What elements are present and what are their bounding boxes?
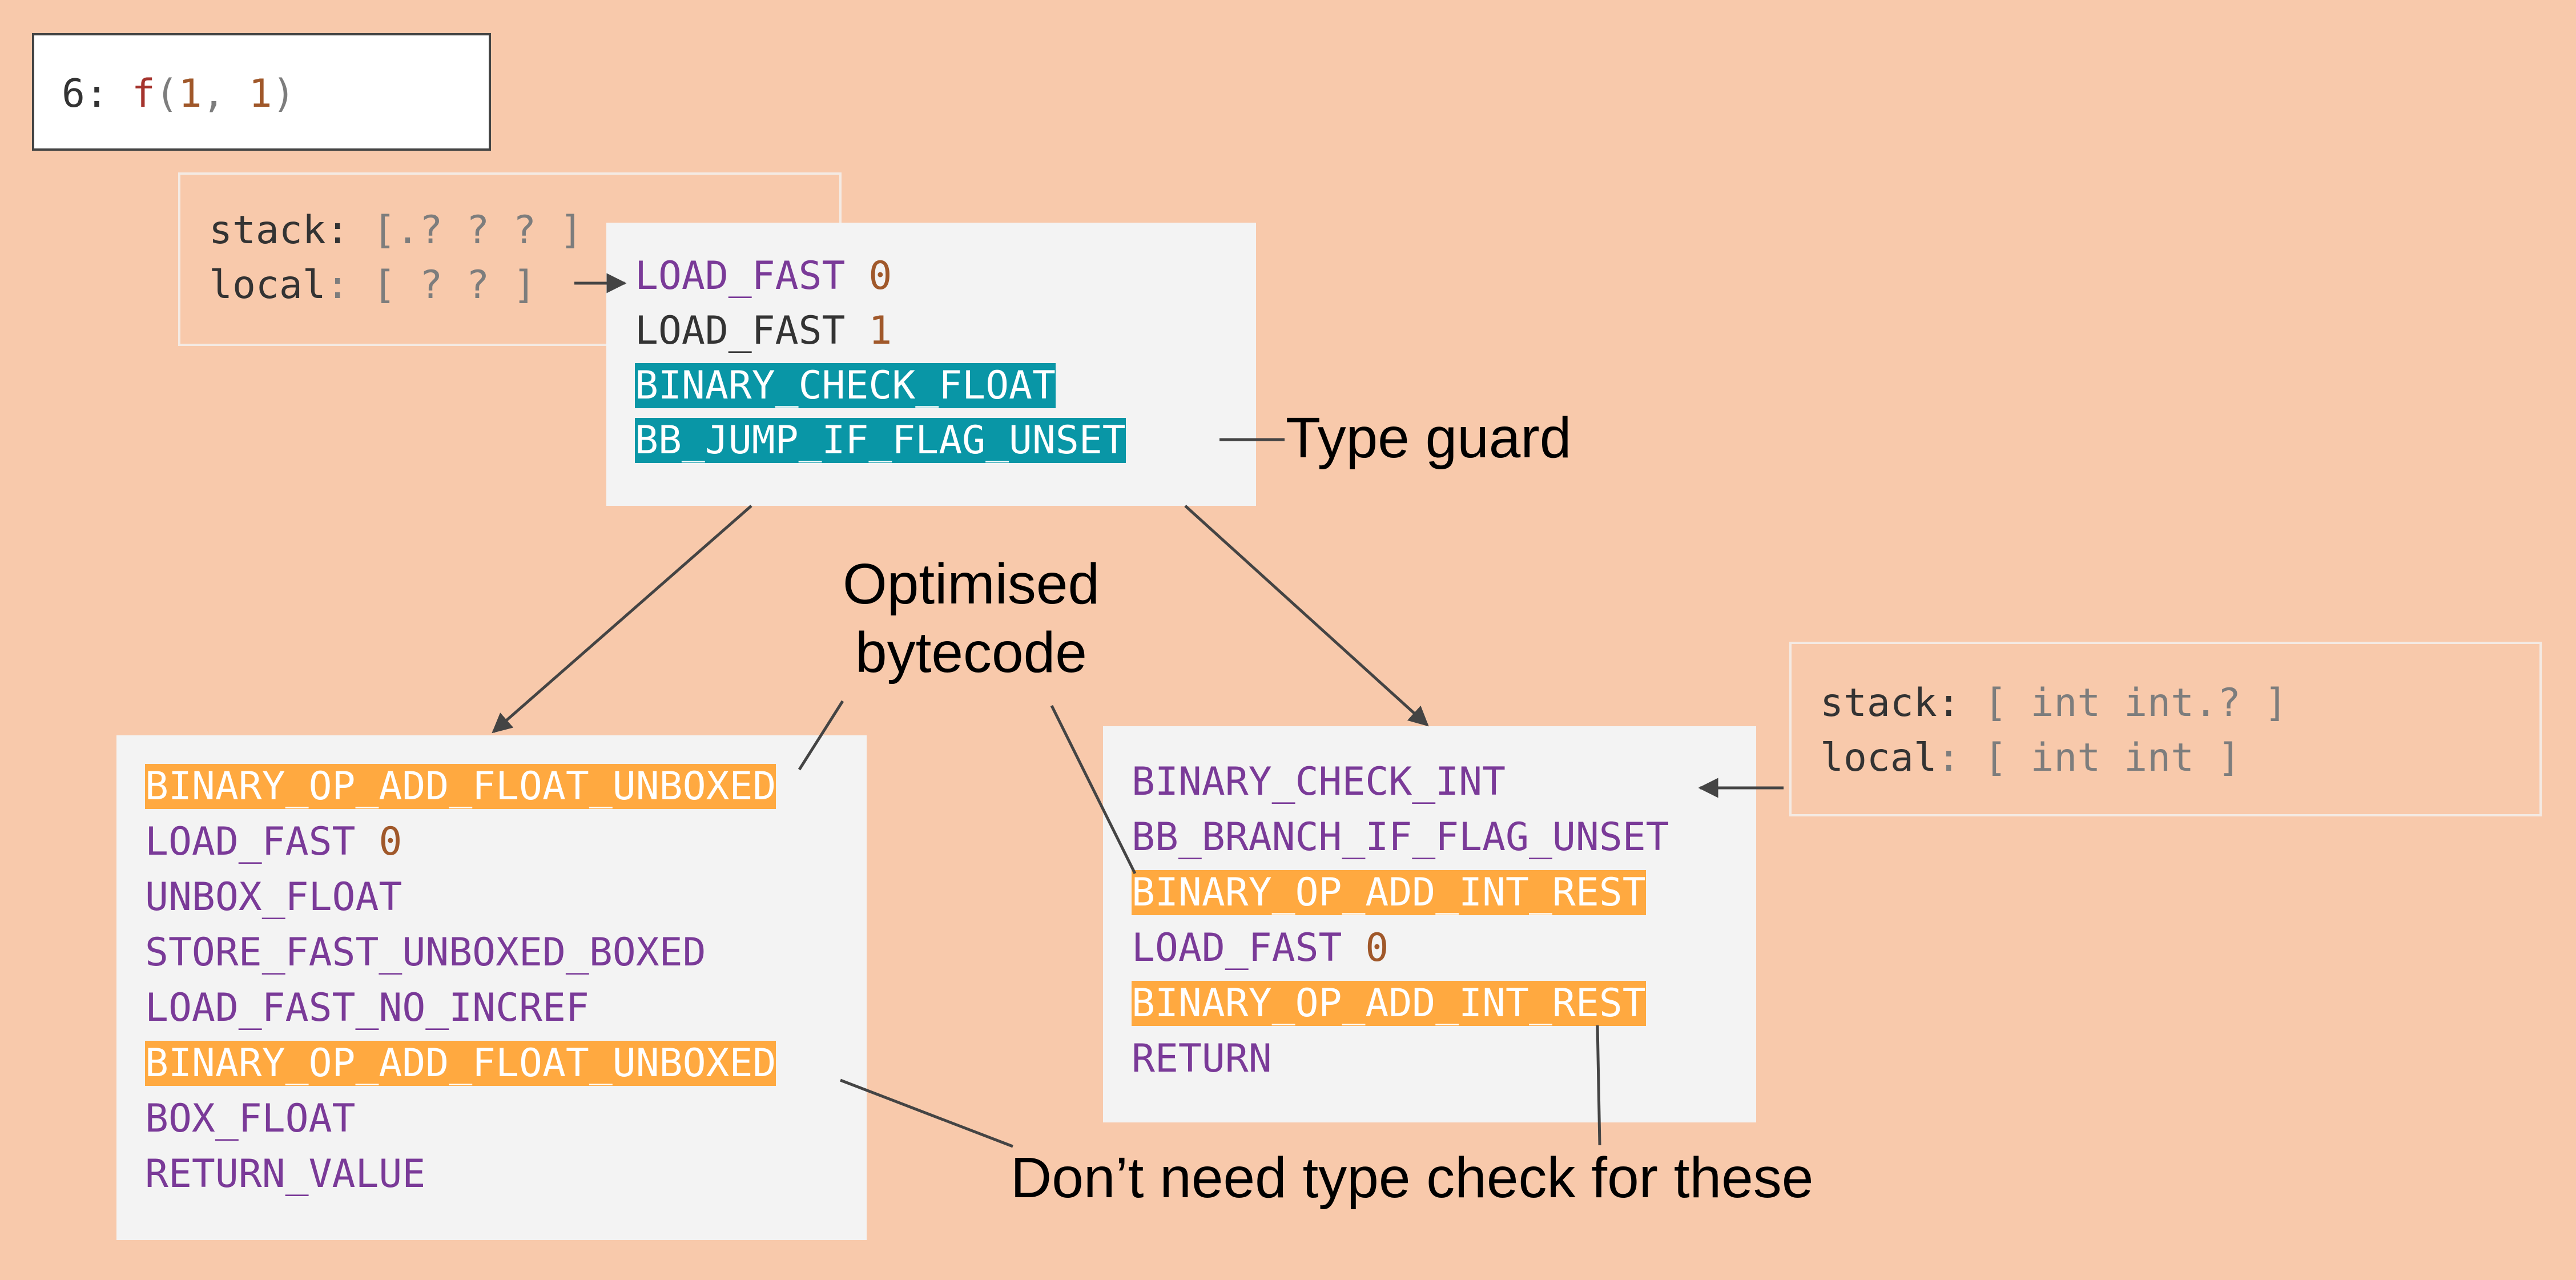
instruction-line: RETURN_VALUE [145, 1150, 425, 1198]
state-local-line: local: [ int int ] [1820, 734, 2241, 782]
opcode-argument: 0 [379, 819, 402, 864]
instruction-line: BINARY_CHECK_INT [1132, 758, 1506, 806]
instruction-line: LOAD_FAST 1 [635, 307, 892, 355]
opcode: BINARY_OP_ADD_FLOAT_UNBOXED [145, 1041, 776, 1086]
instruction-line: BINARY_OP_ADD_INT_REST [1132, 980, 1646, 1028]
call-close-paren: ) [272, 71, 296, 116]
call-open-paren: ( [155, 71, 179, 116]
opcode: BINARY_OP_ADD_INT_REST [1132, 870, 1646, 915]
optimised-label-line1: Optimised [843, 552, 1100, 616]
call-function-name: f [131, 71, 155, 116]
instruction-line: BB_JUMP_IF_FLAG_UNSET [635, 417, 1126, 465]
call-box: 6: f(1, 1) [32, 33, 491, 151]
instruction-line: BOX_FLOAT [145, 1095, 355, 1143]
opcode: RETURN [1132, 1036, 1272, 1081]
opcode: LOAD_FAST_NO_INCREF [145, 985, 589, 1031]
opcode: BB_BRANCH_IF_FLAG_UNSET [1132, 815, 1669, 860]
opcode: BINARY_OP_ADD_INT_REST [1132, 981, 1646, 1026]
opcode: LOAD_FAST [145, 819, 356, 864]
state-local-line: local: [ ? ? ] [209, 261, 536, 309]
opcode: BB_JUMP_IF_FLAG_UNSET [635, 418, 1126, 463]
state-box-top: stack: [.? ? ? ] local: [ ? ? ] [178, 172, 842, 346]
opcode: BOX_FLOAT [145, 1096, 356, 1141]
opcode: UNBOX_FLOAT [145, 875, 402, 920]
instruction-line: UNBOX_FLOAT [145, 874, 402, 921]
opcode: BINARY_CHECK_INT [1132, 759, 1506, 804]
opcode: LOAD_FAST [635, 253, 846, 299]
call-separator: , [202, 71, 249, 116]
instruction-line: BINARY_OP_ADD_FLOAT_UNBOXED [145, 763, 776, 811]
instruction-line: LOAD_FAST_NO_INCREF [145, 984, 589, 1032]
optimised-pointer-left [798, 700, 844, 771]
instruction-line: LOAD_FAST 0 [635, 252, 892, 300]
instruction-line: BB_BRANCH_IF_FLAG_UNSET [1132, 814, 1669, 862]
opcode: LOAD_FAST [635, 308, 846, 353]
local-value: [ int int ] [1960, 735, 2241, 780]
optimised-pointer-right [1050, 705, 1137, 875]
state-box-right: stack: [ int int.? ] local: [ int int ] [1789, 642, 2542, 816]
local-colon: : [325, 263, 349, 308]
instruction-line: BINARY_OP_ADD_INT_REST [1132, 869, 1646, 917]
no-check-pointer-right [1596, 1025, 1601, 1146]
opcode-argument: 1 [868, 308, 892, 353]
instruction-line: BINARY_OP_ADD_FLOAT_UNBOXED [145, 1040, 776, 1088]
instruction-line: LOAD_FAST 0 [1132, 924, 1388, 972]
local-key: local [209, 263, 326, 308]
opcode-argument: 0 [868, 253, 892, 299]
entry-to-float-arrow [492, 505, 752, 734]
opcode-argument: 0 [1365, 925, 1389, 971]
no-check-pointer-left [840, 1078, 1013, 1148]
optimised-label-line2: bytecode [855, 621, 1087, 685]
opcode: LOAD_FAST [1132, 925, 1342, 971]
local-colon: : [1937, 735, 1961, 780]
instruction-line: BINARY_CHECK_FLOAT [635, 362, 1056, 410]
instruction-line: RETURN [1132, 1035, 1272, 1083]
local-key: local [1820, 735, 1937, 780]
stack-value: [ int int.? ] [1960, 681, 2288, 726]
stack-value: [.? ? ? ] [349, 208, 583, 253]
type-guard-label: Type guard [1286, 406, 1572, 470]
state-stack-line: stack: [.? ? ? ] [209, 207, 583, 255]
stack-key: stack: [1820, 681, 1961, 726]
call-arg-2: 1 [248, 71, 272, 116]
instruction-line: STORE_FAST_UNBOXED_BOXED [145, 929, 706, 977]
stack-key: stack: [209, 208, 349, 253]
local-value: [ ? ? ] [349, 263, 537, 308]
opcode: STORE_FAST_UNBOXED_BOXED [145, 930, 706, 975]
no-type-check-label: Don’t need type check for these [1011, 1146, 1814, 1210]
entry-to-int-arrow [1184, 505, 1429, 727]
state-stack-line: stack: [ int int.? ] [1820, 679, 2288, 727]
opcode: RETURN_VALUE [145, 1152, 426, 1197]
instruction-line: LOAD_FAST 0 [145, 818, 402, 866]
int-block: BINARY_CHECK_INT BB_BRANCH_IF_FLAG_UNSET B… [1103, 726, 1756, 1122]
opcode: BINARY_OP_ADD_FLOAT_UNBOXED [145, 764, 776, 809]
opcode: BINARY_CHECK_FLOAT [635, 363, 1056, 408]
call-prefix: 6: [62, 71, 132, 116]
call-arg-1: 1 [178, 71, 202, 116]
